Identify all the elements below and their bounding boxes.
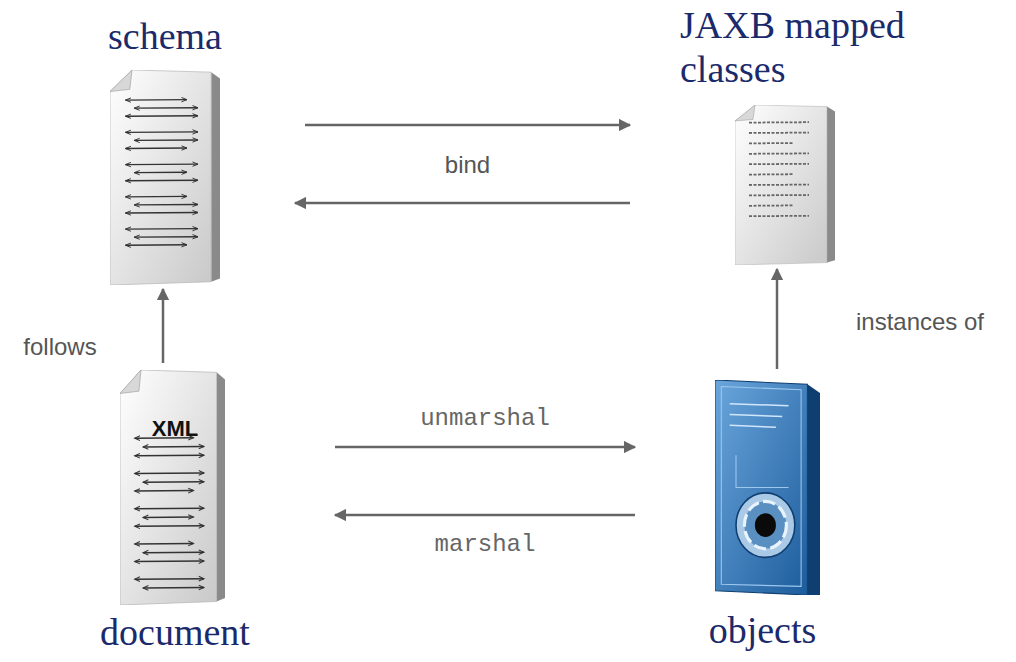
icon-label: XML — [140, 417, 210, 441]
arrow-connector — [305, 124, 630, 127]
document-icon — [120, 370, 225, 605]
edge-label: bind — [441, 151, 494, 180]
edge-label: instances of — [852, 308, 988, 337]
node-heading: document — [85, 611, 265, 655]
arrow-connector — [162, 289, 165, 363]
document-icon-node: objects — [690, 375, 835, 655]
edge-label: unmarshal — [416, 405, 554, 434]
arrow-connector — [776, 269, 779, 369]
document-icon — [110, 70, 220, 285]
object-icon — [715, 380, 820, 595]
arrow-connector — [335, 514, 635, 517]
document-icon-node: XML document — [85, 365, 265, 655]
arrow-connector — [295, 202, 630, 205]
node-heading: schema — [95, 15, 235, 59]
node-heading: JAXB mapped classes — [680, 4, 950, 91]
document-icon — [735, 105, 835, 265]
edge-label: follows — [19, 333, 100, 362]
document-icon-node: schema — [95, 15, 235, 285]
node-heading: objects — [690, 609, 835, 653]
arrow-connector — [335, 446, 635, 449]
edge-label: marshal — [431, 531, 540, 560]
document-icon-node: JAXB mapped classes — [670, 0, 960, 265]
